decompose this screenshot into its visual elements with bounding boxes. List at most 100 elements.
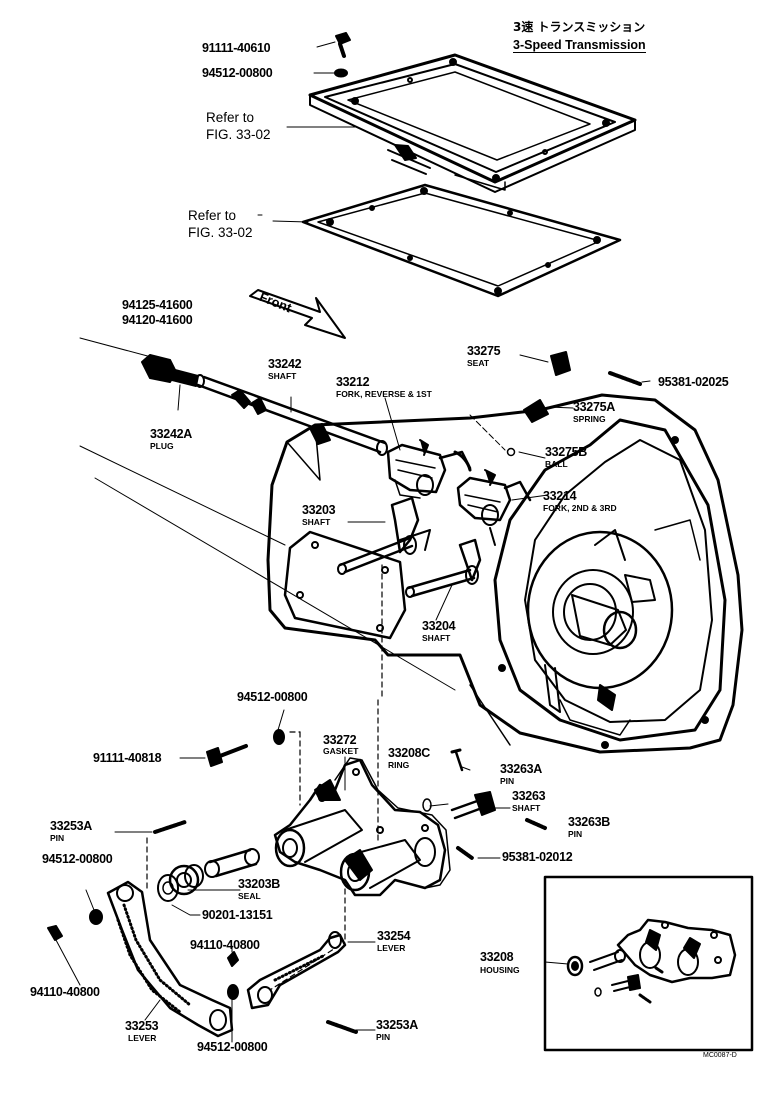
gasket-33272 (334, 757, 451, 889)
part-33203-num: 33203 (302, 503, 336, 517)
leader-lines-middle (177, 354, 651, 621)
part-33203B-num: 33203B (238, 877, 280, 891)
part-33275B-num: 33275B (545, 445, 587, 459)
front-arrow (249, 289, 346, 339)
ring-33208C (422, 798, 432, 812)
part-33263B-num: 33263B (568, 815, 610, 829)
part-94512-00800-mid: 94512-00800 (237, 690, 308, 704)
shift-shaft-33242 (141, 354, 388, 456)
part-33254-num: 33254 (377, 929, 411, 943)
washer-94512-00800-mid (273, 729, 285, 745)
part-33253A-left-name: PIN (50, 833, 65, 843)
transmission-case (266, 393, 744, 754)
part-33263-name: SHAFT (512, 803, 541, 813)
pin-33253A-left (153, 820, 187, 834)
part-33208C-name: RING (388, 760, 410, 770)
nut-94110-40800-mid (227, 951, 239, 967)
title-english: 3-Speed Transmission (513, 38, 646, 53)
part-33254-name: LEVER (377, 943, 406, 953)
part-33272-name: GASKET (323, 746, 359, 756)
top-cover-plate (308, 53, 637, 193)
part-94125-41600: 94125-41600 (122, 298, 193, 312)
part-33242A-name: PLUG (150, 441, 174, 451)
refer-to-fig-b: FIG. 33-02 (188, 225, 253, 240)
part-33214-name: FORK, 2ND & 3RD (543, 503, 617, 513)
bolt-91111-40818 (206, 744, 248, 767)
shaft-33263 (450, 791, 496, 820)
title-japanese: 3速 トランスミッション (513, 20, 646, 34)
inset-housing-box (543, 875, 754, 1052)
cover-gasket (301, 183, 622, 298)
part-33275-name: SEAT (467, 358, 490, 368)
part-33275A-name: SPRING (573, 414, 606, 424)
fork-reverse-1st-33212 (386, 439, 472, 499)
leader-lines-lower (55, 709, 511, 1043)
part-94110-40800-left: 94110-40800 (30, 985, 100, 999)
washer-94512-00800-bot (227, 984, 239, 1000)
part-33253-name: LEVER (128, 1033, 157, 1043)
lever-33254 (246, 931, 347, 1010)
part-33275-num: 33275 (467, 344, 501, 358)
part-33212-num: 33212 (336, 375, 370, 389)
part-33203-name: SHAFT (302, 517, 331, 527)
part-94120-41600: 94120-41600 (122, 313, 193, 327)
part-94512-00800-left: 94512-00800 (42, 852, 113, 866)
part-33263B-name: PIN (568, 829, 583, 839)
washer-90201-13151 (157, 874, 179, 902)
part-33214-num: 33214 (543, 489, 577, 503)
part-33203B-name: SEAL (238, 891, 261, 901)
shift-housing-assembly (273, 758, 447, 897)
ball-33275B (506, 447, 516, 457)
part-33242-num: 33242 (268, 357, 302, 371)
lever-33253 (106, 880, 234, 1038)
part-33263A-num: 33263A (500, 762, 542, 776)
leader-lines-upper (257, 41, 356, 223)
figure-code: MC0087-D (703, 1052, 737, 1059)
part-33212-name: FORK, REVERSE & 1ST (336, 389, 432, 399)
fork-2nd-3rd-33214 (456, 469, 532, 546)
part-33275A-num: 33275A (573, 400, 615, 414)
spring-33275A (523, 399, 549, 423)
part-33275B-name: BALL (545, 459, 568, 469)
spring-95381-02025 (608, 371, 642, 386)
assembly-dashed-lines (146, 564, 383, 991)
part-94110-40800-mid: 94110-40800 (190, 938, 260, 952)
part-95381-02025: 95381-02025 (658, 375, 729, 389)
part-94512-00800-top: 94512-00800 (202, 66, 273, 80)
part-33253-num: 33253 (125, 1019, 159, 1033)
pin-33263B (525, 818, 547, 830)
part-33253A-bot-name: PIN (376, 1032, 391, 1042)
pin-33253A-bot (326, 1020, 358, 1034)
part-33263A-name: PIN (500, 776, 515, 786)
seat-33275 (550, 351, 571, 376)
shaft-33203 (337, 496, 431, 575)
part-94512-00800-bot: 94512-00800 (197, 1040, 268, 1054)
refer-to-line1-b: Refer to (188, 208, 237, 223)
part-91111-40818: 91111-40818 (93, 751, 162, 765)
refer-to-line1-a: Refer to (206, 110, 255, 125)
part-91111-40610: 91111-40610 (202, 41, 271, 55)
part-33253A-left-num: 33253A (50, 819, 92, 833)
part-33204-num: 33204 (422, 619, 456, 633)
sleeve (204, 848, 260, 878)
shaft-33204 (405, 538, 482, 598)
part-33242A-num: 33242A (150, 427, 192, 441)
part-90201-13151: 90201-13151 (202, 908, 273, 922)
part-33208-name: HOUSING (480, 965, 520, 975)
part-33204-name: SHAFT (422, 633, 451, 643)
part-33253A-bot-num: 33253A (376, 1018, 418, 1032)
part-33272-num: 33272 (323, 733, 357, 747)
pin-33263A (450, 748, 464, 772)
spring-95381-02012 (456, 846, 474, 860)
part-33263-num: 33263 (512, 789, 546, 803)
bolt-91111-40610 (335, 32, 351, 58)
washer-94512-00800-top (334, 68, 348, 78)
part-33208-num: 33208 (480, 950, 514, 964)
washer-94512-00800-left (89, 909, 103, 925)
refer-to-fig-a: FIG. 33-02 (206, 127, 271, 142)
part-33208C-num: 33208C (388, 746, 430, 760)
part-95381-02012: 95381-02012 (502, 850, 573, 864)
nut-94110-40800-left (47, 925, 63, 941)
part-33242-name: SHAFT (268, 371, 297, 381)
